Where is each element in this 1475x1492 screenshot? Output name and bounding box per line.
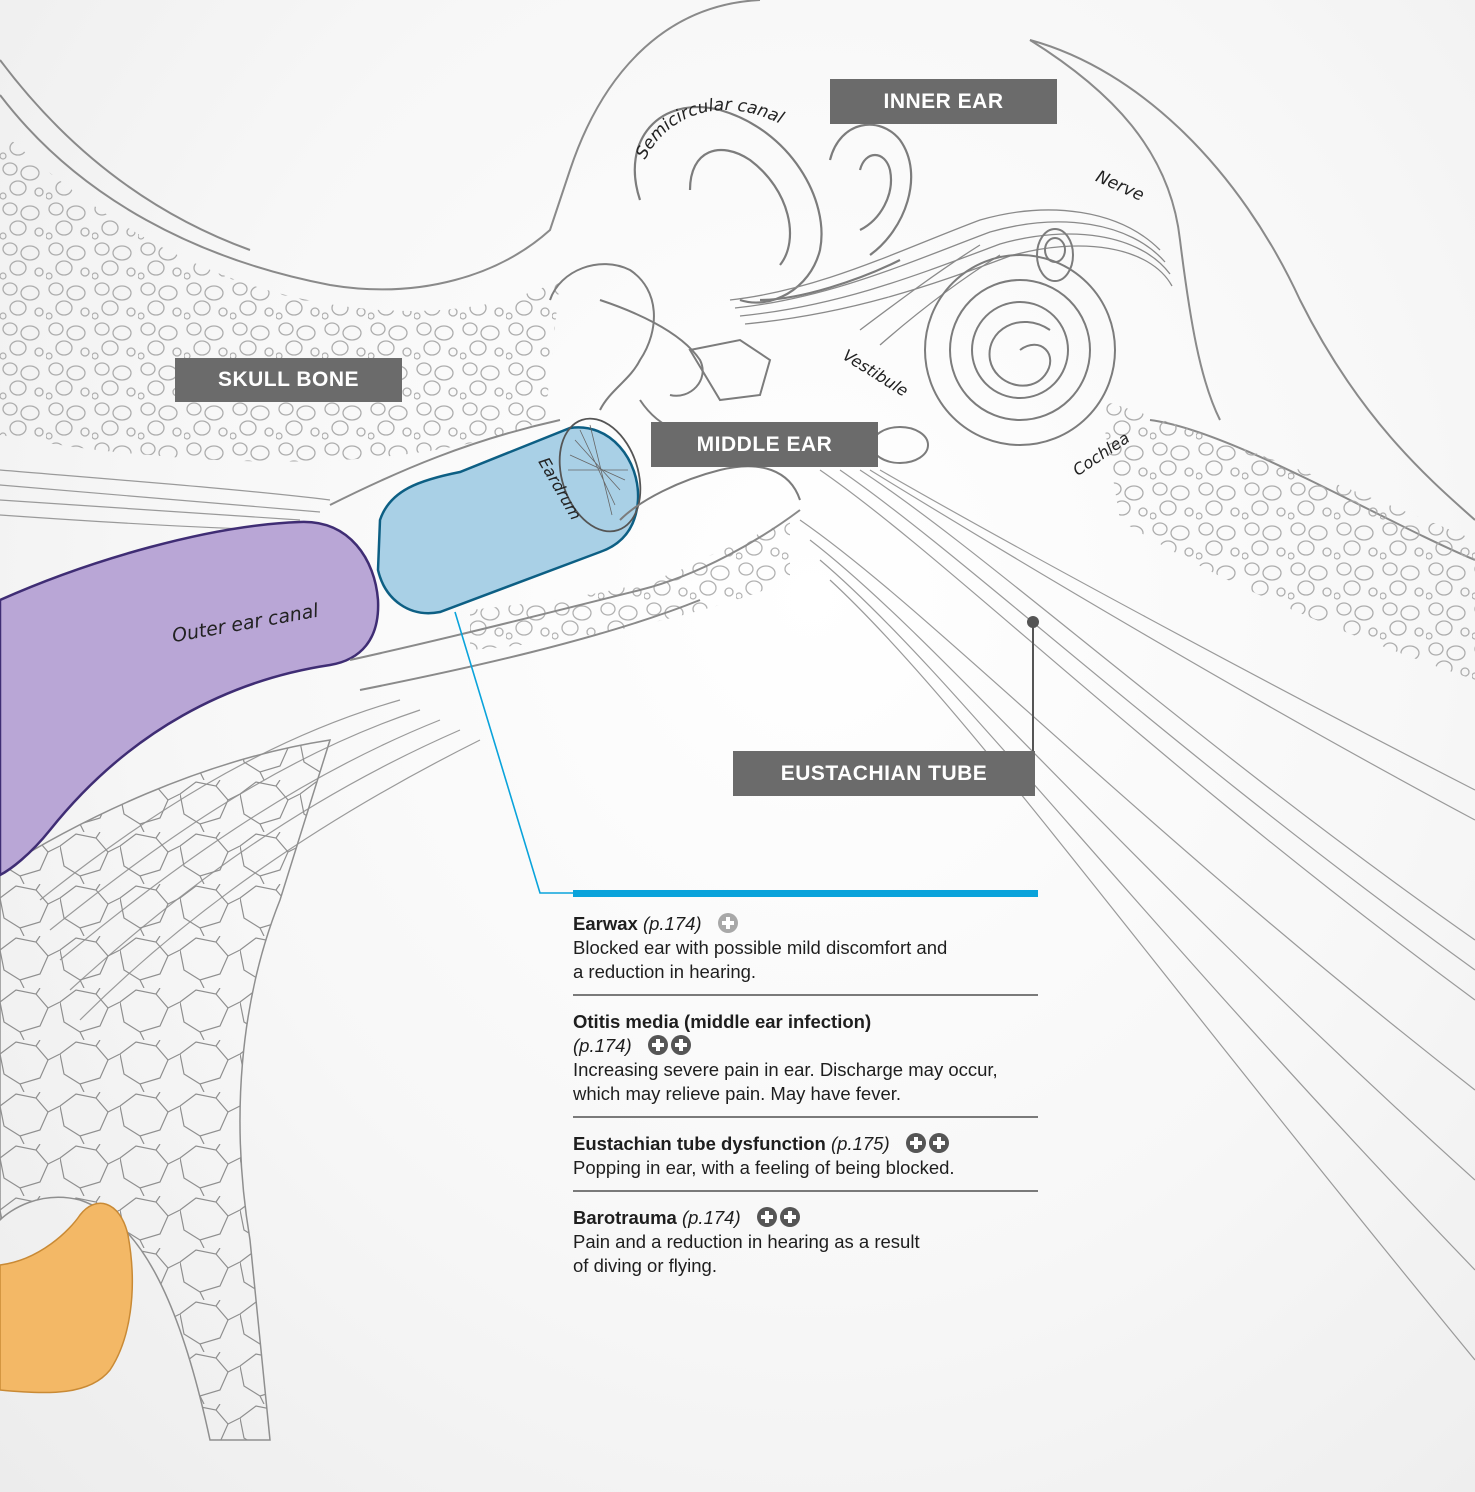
eardrum-pointer-line xyxy=(455,612,573,893)
light-plus-icon xyxy=(718,913,738,933)
skull-bone-label: SKULL BONE xyxy=(175,358,402,402)
conditions-panel: Earwax (p.174) Blocked ear with possible… xyxy=(573,890,1038,1302)
plus-icon xyxy=(906,1133,926,1153)
condition-desc: which may relieve pain. May have fever. xyxy=(573,1082,1038,1106)
vestibule-label: Vestibule xyxy=(839,345,912,400)
middle-ear-label: MIDDLE EAR xyxy=(651,422,878,467)
inner-ear-label: INNER EAR xyxy=(830,79,1057,124)
semicircular-canals xyxy=(635,107,911,302)
condition-desc: Popping in ear, with a feeling of being … xyxy=(573,1156,1038,1180)
condition-desc: Blocked ear with possible mild discomfor… xyxy=(573,936,1038,960)
plus-icon xyxy=(648,1035,668,1055)
condition-ref: (p.174) xyxy=(643,913,702,934)
vestibule-oval xyxy=(872,427,928,463)
plus-icon xyxy=(757,1207,777,1227)
condition-otitis-media: Otitis media (middle ear infection) (p.1… xyxy=(573,1010,1038,1118)
plus-icon xyxy=(671,1035,691,1055)
temporal-bone-texture xyxy=(1100,400,1475,680)
condition-earwax: Earwax (p.174) Blocked ear with possible… xyxy=(573,912,1038,996)
condition-barotrauma: Barotrauma (p.174) Pain and a reduction … xyxy=(573,1206,1038,1288)
condition-name: Eustachian tube dysfunction xyxy=(573,1133,826,1154)
plus-icon xyxy=(929,1133,949,1153)
condition-desc: a reduction in hearing. xyxy=(573,960,1038,984)
condition-name: Barotrauma xyxy=(573,1207,677,1228)
condition-desc: Pain and a reduction in hearing as a res… xyxy=(573,1230,1038,1254)
plus-icon xyxy=(780,1207,800,1227)
nerve-bundle xyxy=(730,210,1172,345)
condition-desc: Increasing severe pain in ear. Discharge… xyxy=(573,1058,1038,1082)
nerve-label: Nerve xyxy=(1093,167,1147,206)
conditions-accent-bar xyxy=(573,890,1038,897)
condition-desc: of diving or flying. xyxy=(573,1254,1038,1278)
condition-name: Earwax xyxy=(573,913,638,934)
condition-eustachian-tube-dysfunction: Eustachian tube dysfunction (p.175) Popp… xyxy=(573,1132,1038,1192)
eardrum-region xyxy=(378,427,638,613)
condition-ref: (p.174) xyxy=(573,1035,632,1056)
condition-name: Otitis media (middle ear infection) xyxy=(573,1011,871,1032)
earlobe xyxy=(0,1203,132,1392)
condition-ref: (p.174) xyxy=(682,1207,741,1228)
condition-ref: (p.175) xyxy=(831,1133,890,1154)
eustachian-tube-label: EUSTACHIAN TUBE xyxy=(733,751,1035,796)
